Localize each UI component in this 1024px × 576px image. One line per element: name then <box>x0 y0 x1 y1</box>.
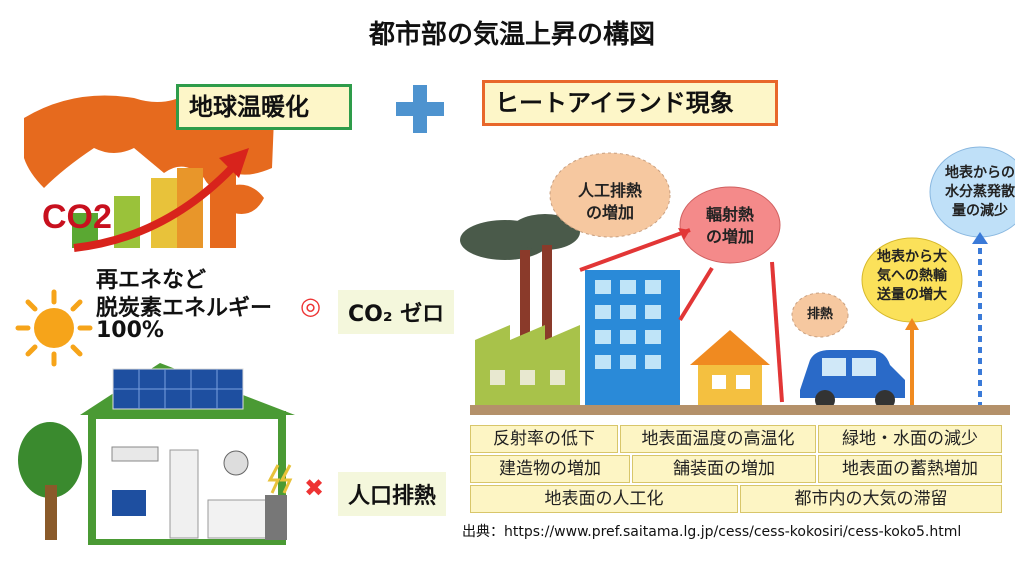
radiant-heat-cloud <box>679 186 781 264</box>
waste-heat-badge: 人口排熱 <box>338 472 447 516</box>
artificial-heat-text: 人工排熱の増加 <box>577 181 642 222</box>
cause-cell: 緑地・水面の減少 <box>818 425 1002 453</box>
co2-icon-text: CO2 <box>42 198 112 236</box>
rising-arrow-head <box>219 148 249 178</box>
lightning-icon <box>267 464 281 494</box>
page-title: 都市部の気温上昇の構図 <box>368 20 655 50</box>
cause-cell: 都市内の大気の滞留 <box>740 485 1002 513</box>
cause-cell: 地表面温度の高温化 <box>620 425 816 453</box>
factory-chimney-1 <box>520 250 530 360</box>
double-circle-icon: ◎ <box>300 292 321 320</box>
fan-icon <box>223 450 249 476</box>
factory-building <box>475 325 580 405</box>
cause-cell: 地表面の蓄熱増加 <box>818 455 1002 483</box>
heat-island-label: ヒートアイランド現象 <box>482 80 778 126</box>
monitor-icon <box>112 490 146 516</box>
cross-icon: ✖ <box>304 474 325 502</box>
factory-chimney-2 <box>542 245 552 360</box>
sun-icon <box>15 289 93 367</box>
plus-icon <box>413 85 427 133</box>
artificial-heat-cloud <box>549 152 671 238</box>
cause-cell: 舗装面の増加 <box>632 455 816 483</box>
exhaust-text: 排熱 <box>806 307 833 322</box>
heat-transport-text: 地表から大気への熱輸送量の増大 <box>877 249 947 303</box>
evaporation-text: 地表からの水分蒸発散量の減少 <box>945 165 1015 219</box>
city-illustration <box>460 146 1015 415</box>
renewable-text-3: 100% <box>96 318 164 343</box>
rising-arrow <box>73 165 235 252</box>
renewable-text-1: 再エネなど <box>96 268 207 293</box>
ground-strip <box>470 405 1010 415</box>
renewable-text-2: 脱炭素エネルギー <box>96 296 273 321</box>
cause-cell: 地表面の人工化 <box>470 485 738 513</box>
global-warming-label: 地球温暖化 <box>176 84 352 130</box>
radiant-heat-text: 輻射熱の増加 <box>705 205 754 246</box>
battery-icon <box>265 495 287 540</box>
cause-cell: 建造物の増加 <box>470 455 630 483</box>
exhaust-cloud <box>791 292 849 338</box>
cause-cell: 反射率の低下 <box>470 425 618 453</box>
solar-house-illustration <box>18 363 295 545</box>
source-citation: 出典：https://www.pref.saitama.lg.jp/cess/c… <box>462 524 962 540</box>
tree-icon <box>18 422 82 498</box>
co2-zero-badge: CO₂ ゼロ <box>338 290 455 334</box>
small-house <box>698 365 762 405</box>
